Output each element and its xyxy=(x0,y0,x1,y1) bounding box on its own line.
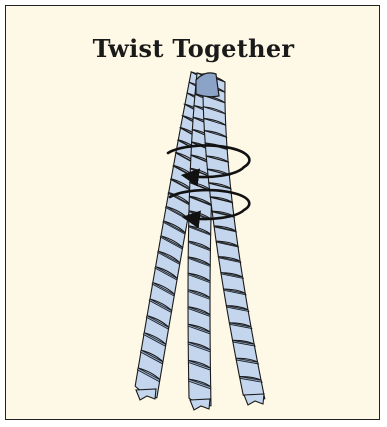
rope-end xyxy=(190,399,210,410)
rope-top-cap xyxy=(196,73,219,97)
rope-end xyxy=(244,394,264,405)
rope-end xyxy=(136,389,156,400)
rope-strand xyxy=(203,74,265,405)
rope-strands xyxy=(135,72,265,410)
